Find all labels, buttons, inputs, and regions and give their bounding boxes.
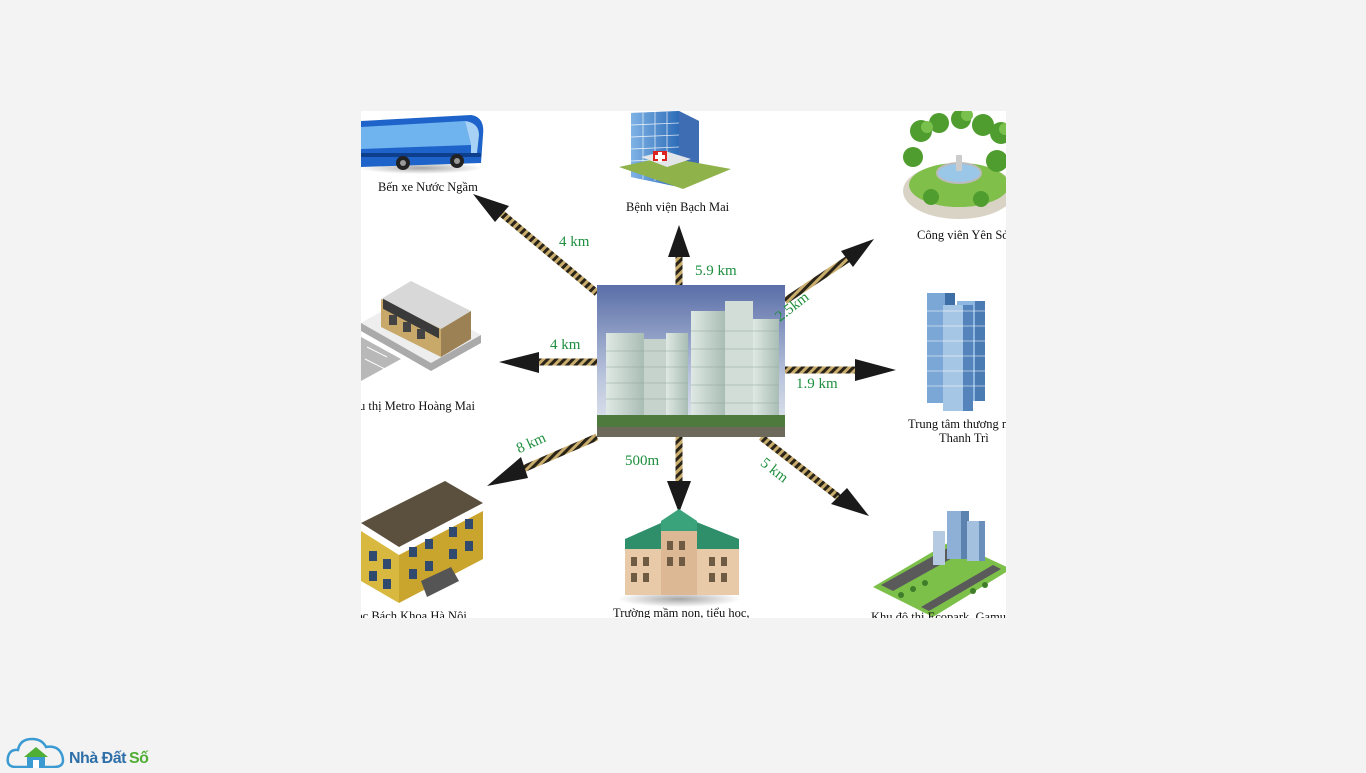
park-icon bbox=[903, 111, 1006, 219]
location-diagram: Bến xe Nước Ngầm Bệnh viện Bạch Mai Công… bbox=[361, 111, 1006, 618]
distance-bus-station: 4 km bbox=[559, 234, 590, 250]
hospital-icon bbox=[619, 111, 731, 189]
distance-hospital: 5.9 km bbox=[695, 263, 737, 279]
bus-icon bbox=[361, 115, 484, 174]
arrow-to-school bbox=[667, 437, 691, 513]
supermarket-icon bbox=[361, 281, 481, 381]
arrow-to-urban-area bbox=[758, 434, 869, 516]
label-mall-line1: Trung tâm thương mại bbox=[908, 417, 1006, 431]
central-project-image bbox=[597, 285, 785, 437]
label-school: Trường mầm non, tiểu học, bbox=[613, 606, 750, 618]
label-urban-area: Khu đô thị Ecopark, Gamuda bbox=[871, 610, 1006, 618]
school-icon bbox=[617, 509, 741, 607]
label-university: Đại học Bách Khoa Hà Nội bbox=[361, 609, 467, 618]
diagram-canvas bbox=[361, 111, 1006, 617]
label-hospital: Bệnh viện Bạch Mai bbox=[626, 200, 730, 214]
arrow-to-mall bbox=[785, 359, 896, 381]
label-park: Công viên Yên Sở bbox=[917, 228, 1006, 242]
arrow-to-hospital bbox=[668, 225, 690, 285]
arrow-to-bus-station bbox=[473, 194, 600, 296]
label-mall-line2: Thanh Trì bbox=[939, 431, 989, 445]
arrow-to-supermarket bbox=[499, 352, 597, 373]
label-bus-station: Bến xe Nước Ngầm bbox=[378, 180, 478, 194]
university-icon bbox=[361, 481, 483, 603]
logo-word-2: Số bbox=[128, 750, 149, 767]
urban-area-icon bbox=[873, 511, 1006, 617]
arrow-to-park bbox=[783, 239, 874, 304]
logo-word-1: Nhà Đất bbox=[69, 750, 126, 767]
label-supermarket: Siêu thị Metro Hoàng Mai bbox=[361, 399, 475, 413]
distance-school: 500m bbox=[625, 453, 660, 469]
arrow-to-university bbox=[487, 433, 599, 486]
distance-mall: 1.9 km bbox=[796, 376, 838, 392]
mall-towers-icon bbox=[927, 293, 985, 411]
distance-supermarket: 4 km bbox=[550, 337, 581, 353]
cloud-house-icon bbox=[6, 737, 65, 769]
